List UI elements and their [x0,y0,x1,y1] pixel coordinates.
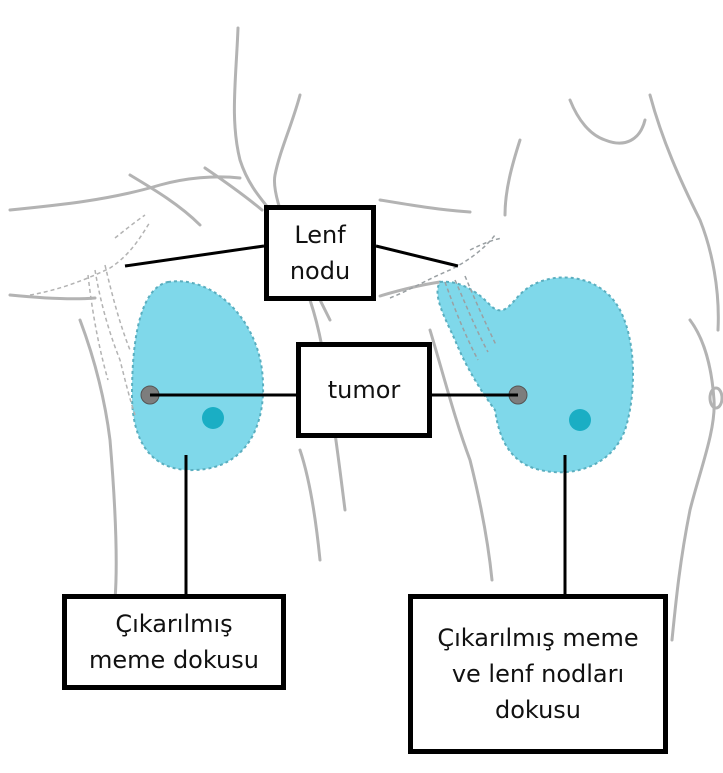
right-nipple-outline [710,388,722,408]
right-nipple-icon [569,409,591,431]
lymph-connector-right [376,246,458,266]
lymph-connector-left [125,246,264,266]
left-neck-line [234,28,270,210]
left-lymph-path-4 [88,275,108,380]
tumor-label-text: tumor [328,372,401,408]
right-neck-line-3 [650,95,718,330]
right-tissue-label-line-1: Çıkarılmış meme [437,620,638,656]
right-shoulder [380,200,470,212]
right-tissue-label: Çıkarılmış meme ve lenf nodları dokusu [408,594,668,754]
lymph-node-label: Lenf nodu [264,205,376,301]
left-shoulder [10,177,240,210]
tumor-label: tumor [296,342,432,438]
right-lymph-path-5 [470,238,502,250]
left-lymph-path-3 [105,265,130,350]
left-tissue-label-line-2: meme dokusu [89,642,259,678]
left-lymph-path-1 [30,222,150,295]
left-torso [80,320,116,600]
left-armpit [10,295,95,299]
left-excised-tissue [132,281,263,470]
lymph-node-label-line-1: Lenf [294,217,345,253]
left-torso-right [300,450,320,560]
right-tissue-label-line-2: ve lenf nodları [452,656,624,692]
left-lymph-path-5 [115,215,145,238]
right-tissue-label-line-3: dokusu [495,692,581,728]
lymph-node-label-line-2: nodu [290,253,350,289]
right-neck-line [505,140,520,215]
right-neck-line-2 [570,100,645,143]
right-breast-outline [672,320,714,640]
left-nipple-icon [202,407,224,429]
left-tissue-label: Çıkarılmış meme dokusu [62,594,286,690]
left-tissue-label-line-1: Çıkarılmış [115,606,232,642]
left-breast-tissue [132,281,263,470]
